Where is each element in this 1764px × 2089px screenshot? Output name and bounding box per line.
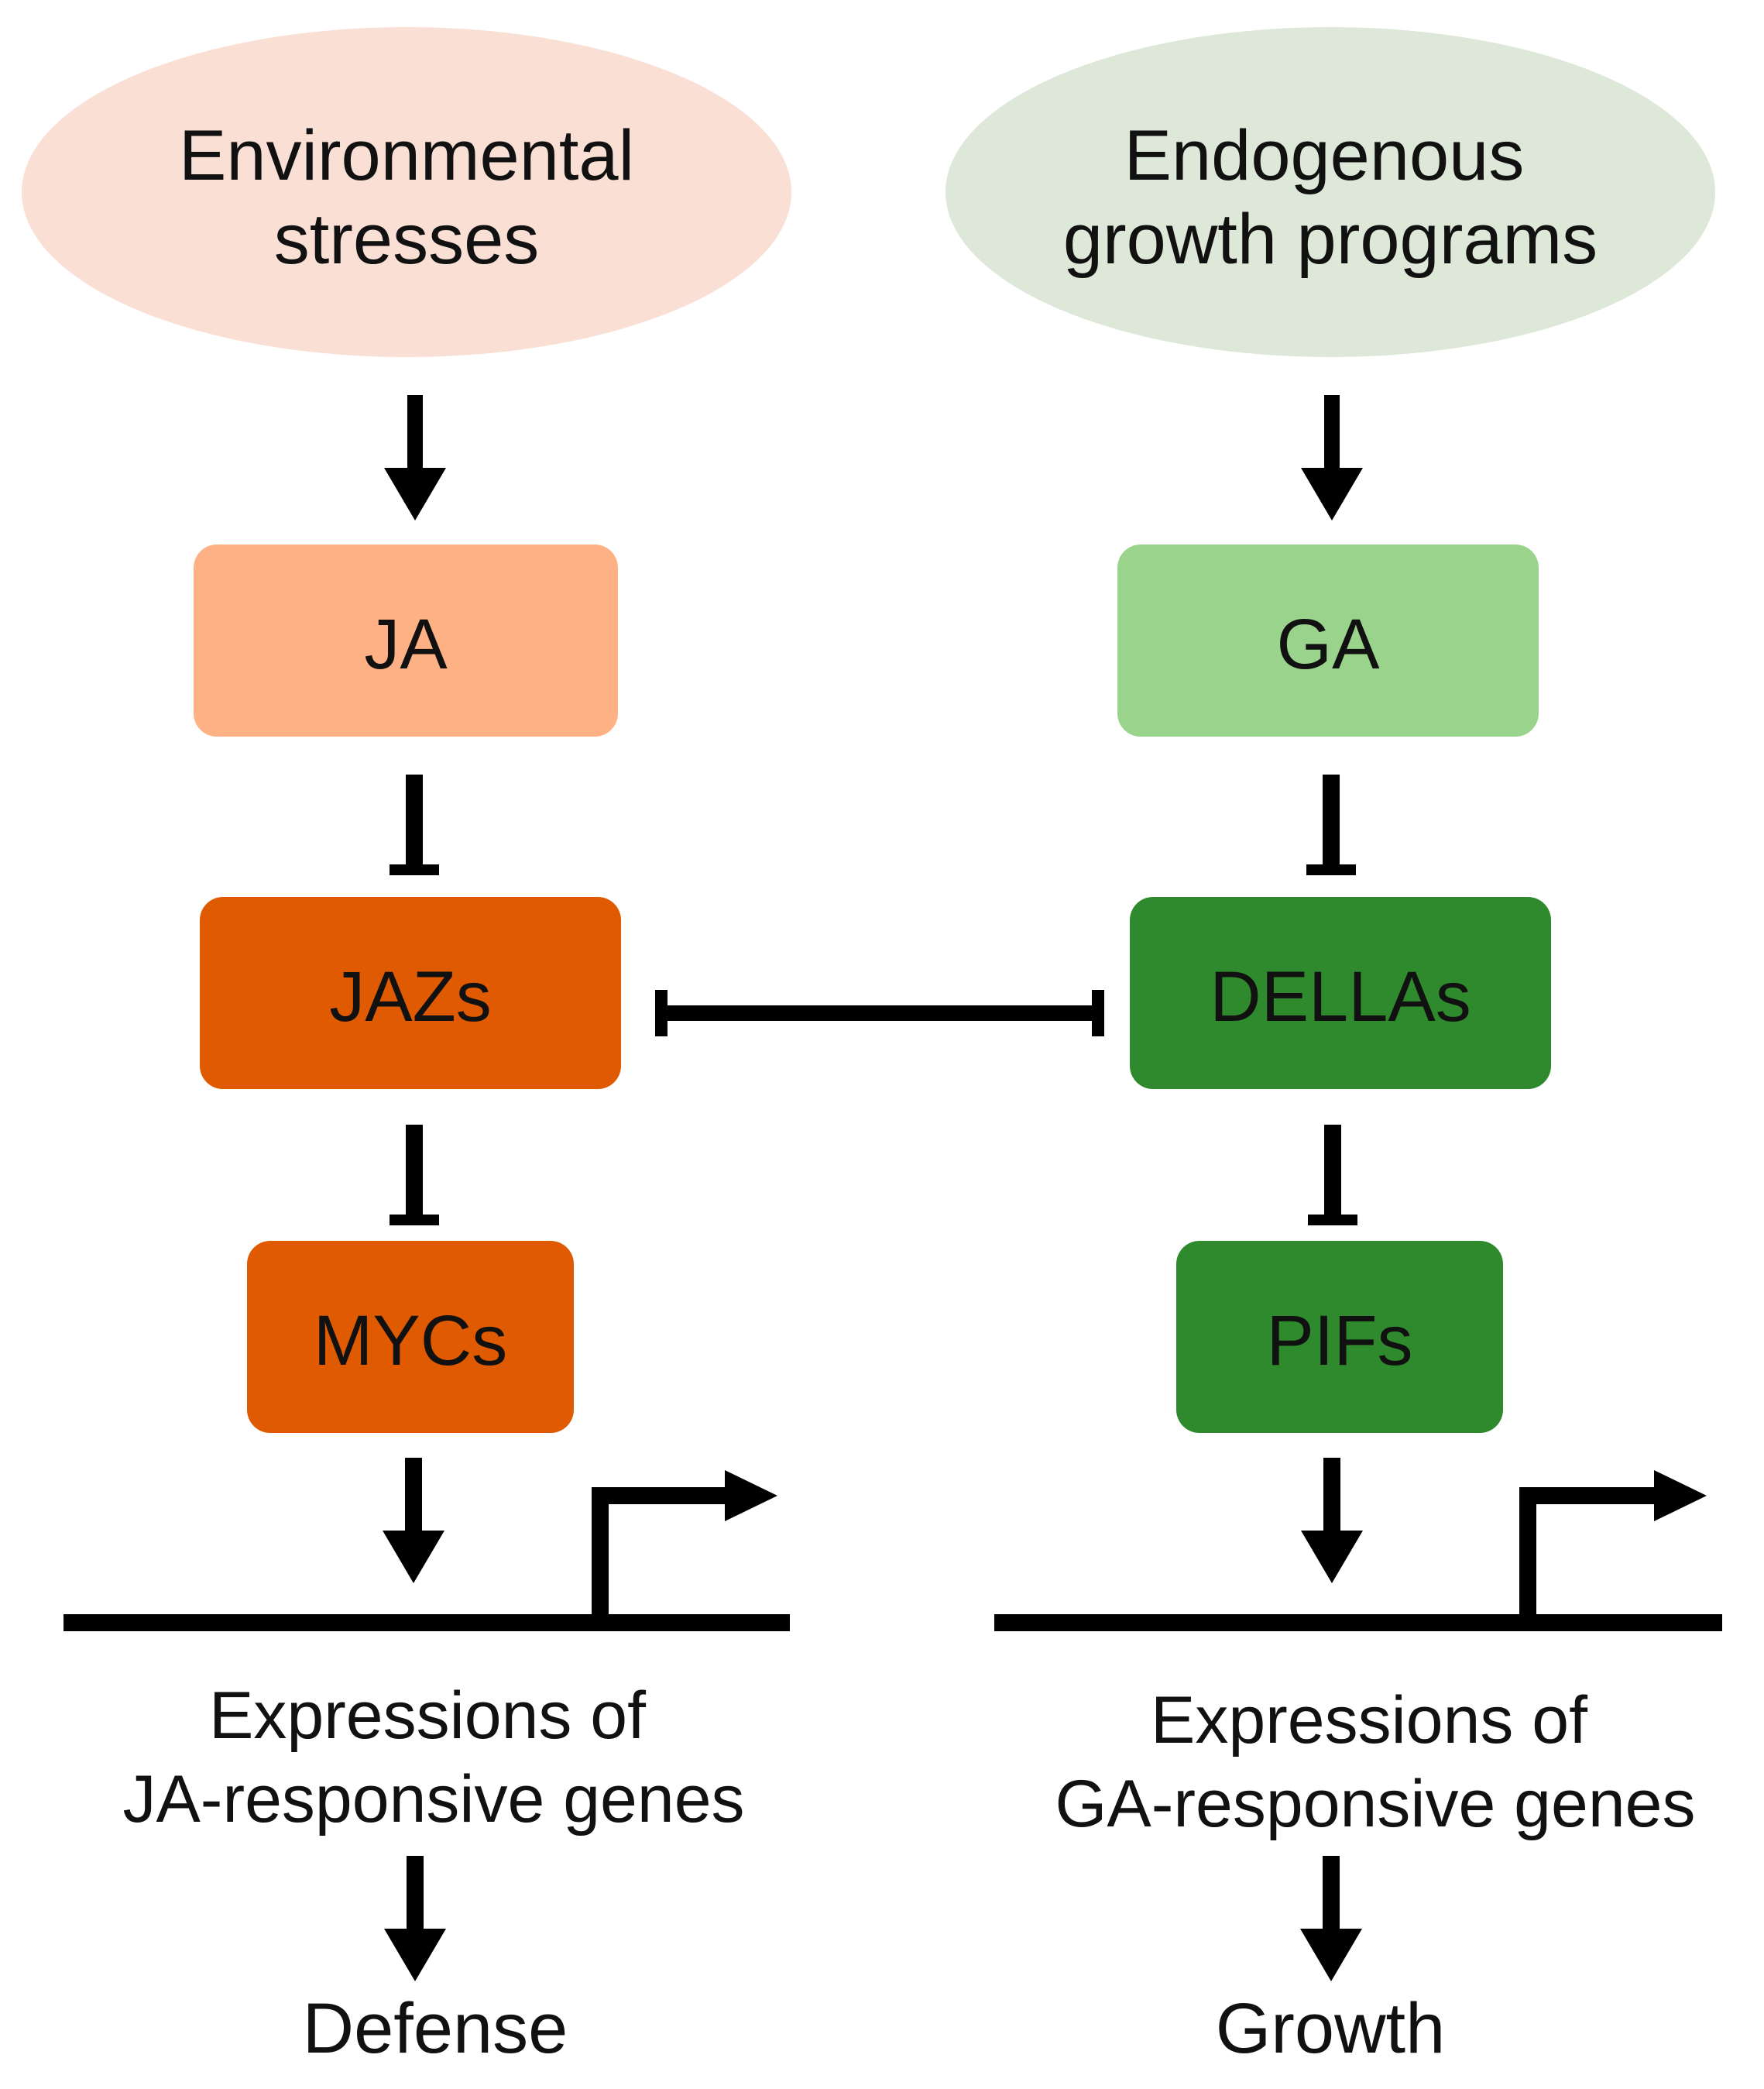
ja-responsive-gene-symbol [63,1470,790,1631]
growth-label: Growth [1216,1989,1446,2068]
jazs-label: JAZs [329,957,492,1036]
activation-arrow-growth-to-ga [1301,395,1363,521]
activation-arrow-genes-to-defense [384,1856,446,1981]
endogenous-growth-programs-ellipse [945,27,1715,357]
dellas-label: DELLAs [1210,957,1471,1036]
ja-output-line1: Expressions of [209,1678,647,1753]
environmental-stresses-line2: stresses [274,200,540,279]
activation-arrow-mycs-to-genes [383,1458,444,1583]
mycs-label: MYCs [314,1301,507,1380]
jazs-box [200,897,621,1089]
ga-responsive-gene-symbol [994,1470,1722,1631]
dellas-box [1130,897,1551,1089]
inhibition-bar-jazs-to-mycs [390,1125,439,1225]
pifs-box [1176,1241,1503,1433]
environmental-stresses-ellipse [22,27,791,357]
activation-arrow-stress-to-ja [384,395,446,521]
inhibition-bar-ja-to-jazs [390,775,439,875]
activation-arrow-pifs-to-genes [1301,1458,1363,1583]
ga-label: GA [1277,605,1381,684]
ja-label: JA [364,605,448,684]
ja-box [194,545,618,737]
defense-label: Defense [303,1989,568,2068]
ga-output-line1: Expressions of [1151,1683,1588,1757]
activation-arrow-genes-to-growth [1300,1856,1362,1981]
ja-output-line2: JA-responsive genes [122,1762,744,1836]
inhibition-bar-ga-to-dellas [1306,775,1356,875]
mutual-inhibition-jazs-dellas [655,990,1104,1036]
endogenous-growth-line2: growth programs [1063,200,1598,279]
pifs-label: PIFs [1266,1301,1412,1380]
endogenous-growth-line1: Endogenous [1124,116,1525,195]
environmental-stresses-line1: Environmental [179,116,634,195]
ga-output-line2: GA-responsive genes [1055,1767,1696,1841]
inhibition-bar-dellas-to-pifs [1308,1125,1357,1225]
ga-box [1117,545,1539,737]
mycs-box [247,1241,574,1433]
